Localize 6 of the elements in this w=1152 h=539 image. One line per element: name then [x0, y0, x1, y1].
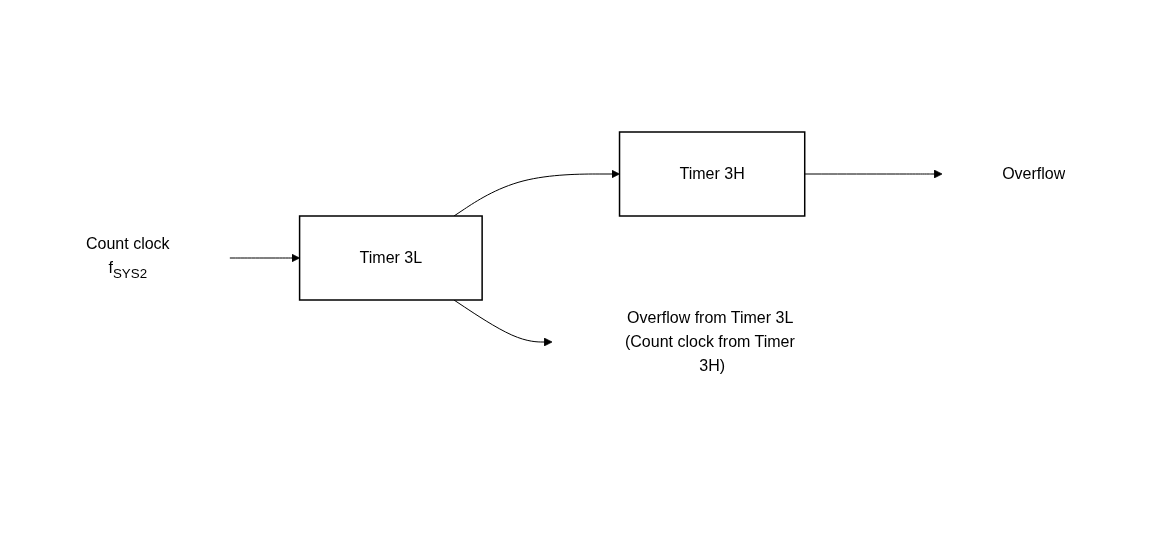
node-box: Timer 3H: [619, 130, 806, 217]
node-box: Timer 3L: [299, 214, 484, 301]
arrow: [453, 299, 553, 346]
node-text: Overflow: [1002, 164, 1066, 182]
node-text: Overflow from Timer 3L (Count clock from Timer 3H): [625, 308, 796, 374]
node-text: Count clock f$_{SYS2}$: [86, 234, 170, 281]
